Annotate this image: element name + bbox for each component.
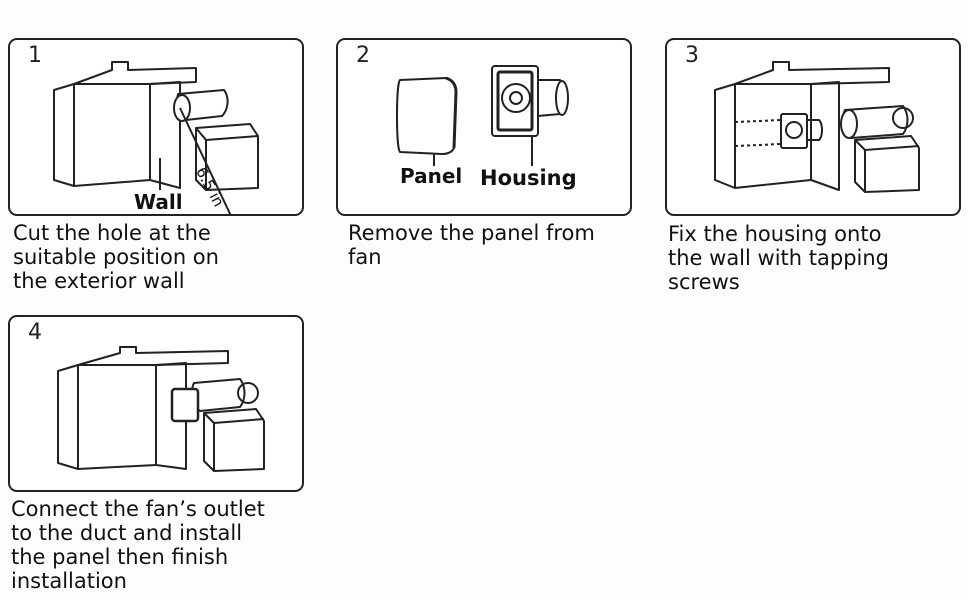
housing-label: Housing (480, 166, 577, 190)
step-2-illustration (396, 65, 569, 166)
step-2-number: 2 (356, 43, 370, 68)
step-2-caption: Remove the panel from fan (348, 221, 595, 269)
step-3-illustration (714, 61, 920, 193)
step-3-caption: Fix the housing onto the wall with tappi… (668, 222, 889, 294)
step-2-panel: 2 Panel Housing (336, 38, 632, 216)
step-3-panel: 3 (665, 38, 961, 216)
step-1-caption: Cut the hole at the suitable position on… (13, 221, 219, 293)
step-1-number: 1 (28, 43, 42, 68)
step-1-panel: 1 Wall 6.5 in (8, 38, 304, 216)
step-4-caption: Connect the fan’s outlet to the duct and… (11, 497, 265, 593)
panel-label: Panel (400, 164, 463, 188)
wall-label: Wall (134, 190, 183, 214)
step-4-illustration (57, 346, 265, 472)
step-4-number: 4 (28, 320, 42, 345)
step-1-illustration (53, 61, 259, 214)
step-4-panel: 4 (8, 315, 304, 492)
step-3-number: 3 (685, 43, 699, 68)
